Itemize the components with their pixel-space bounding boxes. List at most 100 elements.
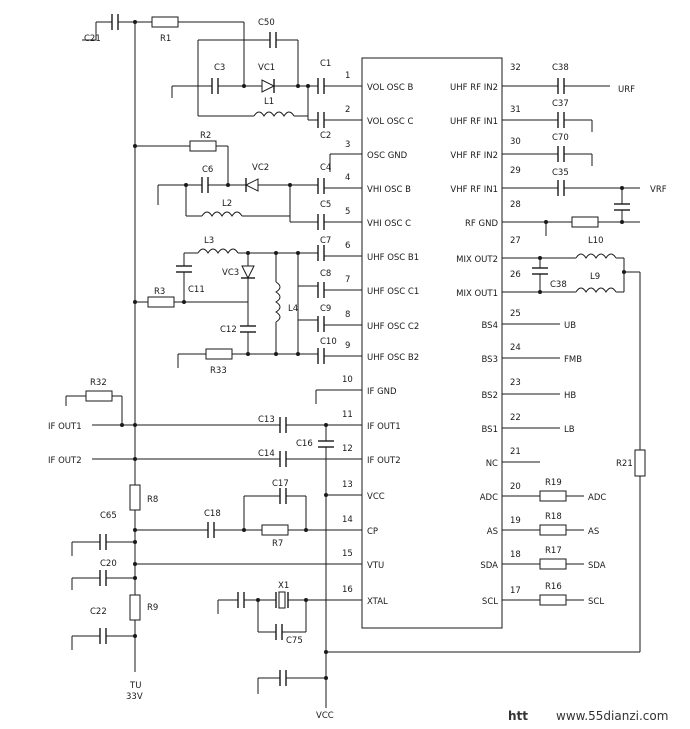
label-l1: L1	[264, 97, 274, 107]
label-c37: C37	[552, 99, 569, 109]
bus-resistors	[539, 490, 584, 606]
pin-number: 17	[510, 586, 521, 596]
label-r9: R9	[147, 603, 158, 613]
vhi-osc-network	[133, 140, 331, 230]
vol-osc-network	[171, 32, 330, 128]
pin-number: 7	[345, 275, 350, 285]
label-l2: L2	[222, 199, 232, 209]
label-vc2: VC2	[252, 163, 269, 173]
pin-number: 12	[342, 444, 353, 454]
label-r7: R7	[272, 539, 283, 549]
pin-name: AS	[487, 527, 498, 537]
label-r1: R1	[160, 34, 171, 44]
net-if-out2: IF OUT2	[48, 456, 82, 466]
net-tu-voltage: 33V	[126, 692, 143, 702]
label-c35: C35	[552, 168, 569, 178]
pin-number: 8	[345, 310, 350, 320]
label-c11: C11	[188, 285, 205, 295]
label-c38-mix: C38	[550, 280, 567, 290]
net-fmb: FMB	[564, 355, 582, 365]
label-c8: C8	[320, 269, 331, 279]
pin-number: 14	[342, 515, 353, 525]
pin-number: 4	[345, 173, 350, 183]
right-pin-stubs	[502, 85, 560, 601]
pin-number: 16	[342, 585, 353, 595]
pin-number: 30	[510, 137, 521, 147]
watermark-prefix: htt	[508, 709, 528, 723]
pin-name: VTU	[367, 561, 384, 571]
net-hb: HB	[564, 391, 576, 401]
pin-name: VCC	[367, 492, 385, 502]
pin-name: ADC	[480, 493, 498, 503]
watermark-site: www.55dianzi.com	[556, 709, 668, 723]
label-c16: C16	[296, 439, 313, 449]
pin-number: 29	[510, 166, 521, 176]
net-if-out1: IF OUT1	[48, 422, 82, 432]
watermark: htt www.55dianzi.com	[508, 709, 668, 723]
label-l4: L4	[288, 304, 298, 314]
pin-name: NC	[486, 459, 498, 469]
label-r16: R16	[545, 582, 562, 592]
pin-name: BS2	[482, 391, 499, 401]
pin-number: 25	[510, 309, 521, 319]
uhf-osc-network	[133, 245, 330, 368]
pin-name: CP	[367, 527, 378, 537]
label-l9: L9	[590, 272, 600, 282]
label-vc1: VC1	[258, 63, 275, 73]
label-r18: R18	[545, 512, 562, 522]
label-r19: R19	[545, 478, 562, 488]
pin-name: VOL OSC B	[367, 83, 414, 93]
pin-name: VOL OSC C	[367, 117, 414, 127]
pin-name: UHF RF IN1	[450, 117, 498, 127]
pin-name: IF OUT1	[367, 422, 401, 432]
pin-number: 18	[510, 550, 521, 560]
net-adc: ADC	[588, 493, 606, 503]
label-vc3: VC3	[222, 268, 239, 278]
lower-left-network	[71, 484, 640, 694]
pin-name: UHF OSC C1	[367, 287, 419, 297]
pin-number: 13	[342, 480, 353, 490]
label-c17: C17	[272, 479, 289, 489]
pin-number: 24	[510, 343, 521, 353]
net-labels: URF VRF UB FMB HB LB ADC AS SDA SCL IF O…	[48, 85, 667, 721]
right-pin-numbers: 32 31 30 29 28 27 26 25 24 23 22 21 20 1…	[510, 63, 521, 596]
left-pin-numbers: 1 2 3 4 5 6 7 8 9 10 11 12 13 14 15 16	[342, 71, 353, 595]
net-tu: TU	[129, 681, 141, 691]
pin-name: SCL	[482, 597, 498, 607]
label-c3: C3	[214, 63, 225, 73]
pin-number: 26	[510, 270, 521, 280]
net-sda: SDA	[588, 561, 606, 571]
pin-number: 21	[510, 447, 521, 457]
pin-name: IF OUT2	[367, 456, 401, 466]
pin-number: 19	[510, 516, 521, 526]
label-c13: C13	[258, 415, 275, 425]
pin-name: XTAL	[367, 597, 388, 607]
net-scl: SCL	[588, 597, 604, 607]
ic-body	[361, 57, 503, 629]
label-c50: C50	[258, 18, 275, 28]
pin-number: 20	[510, 482, 521, 492]
net-as: AS	[588, 527, 599, 537]
label-c4: C4	[320, 163, 331, 173]
net-urf: URF	[618, 85, 635, 95]
net-vrf: VRF	[650, 185, 667, 195]
pin-name: BS3	[482, 355, 499, 365]
pin-name: VHI OSC C	[367, 219, 411, 229]
label-r17: R17	[545, 546, 562, 556]
label-c18: C18	[204, 509, 221, 519]
label-c1: C1	[320, 59, 331, 69]
label-c6: C6	[202, 165, 213, 175]
label-c14: C14	[258, 449, 275, 459]
pin-number: 3	[345, 140, 350, 150]
pin-number: 2	[345, 105, 350, 115]
label-r8: R8	[147, 495, 158, 505]
pin-name: IF GND	[367, 387, 397, 397]
pin-name: VHI OSC B	[367, 185, 411, 195]
left-pin-names: VOL OSC B VOL OSC C OSC GND VHI OSC B VH…	[367, 83, 419, 607]
label-c7: C7	[320, 236, 331, 246]
pin-number: 11	[342, 410, 353, 420]
pin-name: OSC GND	[367, 151, 408, 161]
if-network	[65, 389, 334, 708]
pin-number: 32	[510, 63, 521, 73]
